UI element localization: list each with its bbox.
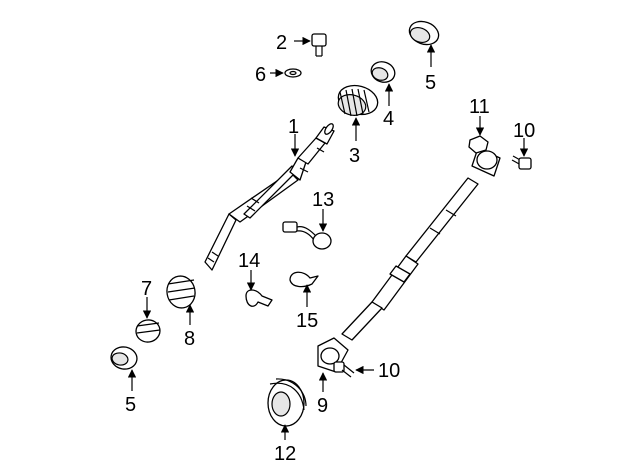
- seal-part-5-top: [408, 20, 440, 46]
- bolt-part-10-bottom: [333, 361, 355, 378]
- callout-13: 13: [312, 189, 334, 211]
- callout-9: 9: [317, 395, 328, 417]
- seal-part-5-bottom: [110, 346, 138, 370]
- upper-shaft-part: [204, 123, 335, 271]
- callout-7: 7: [141, 278, 152, 300]
- washer-part-6: [284, 68, 302, 78]
- callout-15: 15: [296, 310, 318, 332]
- callout-1: 1: [288, 116, 299, 138]
- clamp-part-15: [289, 271, 319, 288]
- clip-part-14: [245, 289, 273, 307]
- callout-5-top: 5: [425, 72, 436, 94]
- callout-3: 3: [349, 145, 360, 167]
- connector-part-13: [282, 221, 332, 250]
- callout-8: 8: [184, 328, 195, 350]
- bolt-part-2: [311, 33, 327, 57]
- ring-part-4: [370, 61, 396, 83]
- callout-2: 2: [276, 32, 287, 54]
- boot-part-12: [267, 378, 307, 427]
- bushing-part-3: [337, 84, 379, 117]
- callout-4: 4: [383, 108, 394, 130]
- bolt-part-10-top: [511, 155, 532, 170]
- callout-14: 14: [238, 250, 260, 272]
- boot-part-8: [166, 275, 196, 309]
- callout-arrows: [127, 36, 529, 440]
- callout-11: 11: [469, 96, 490, 118]
- callout-5-bottom: 5: [125, 394, 136, 416]
- callout-12: 12: [274, 443, 296, 465]
- bushing-part-7: [135, 319, 161, 343]
- callout-6: 6: [255, 64, 266, 86]
- callout-10-bottom: 10: [378, 360, 400, 382]
- callout-10-top: 10: [513, 120, 535, 142]
- callout-labels: 2 6 1 3 4 5 11 10 13 14 15 7 8 5 9 10 12: [125, 32, 535, 465]
- intermediate-shaft-part-9: [317, 147, 501, 373]
- nut-part-11: [468, 135, 489, 154]
